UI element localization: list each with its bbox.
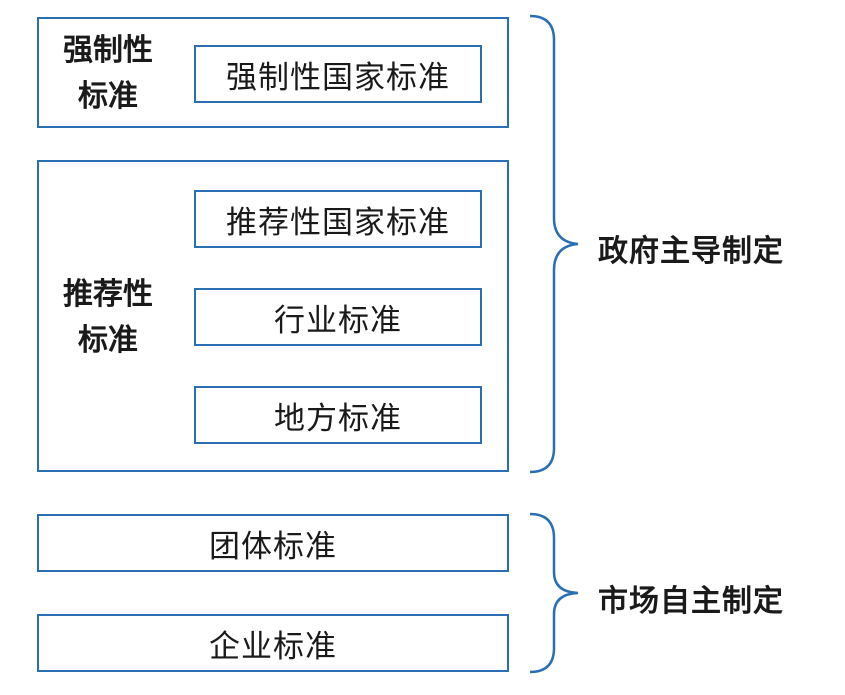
recommended-label-line1: 推荐性 xyxy=(63,277,153,312)
recommended-national-standard-text: 推荐性国家标准 xyxy=(226,204,450,241)
mandatory-standards-group: 强制性 标准 强制性国家标准 xyxy=(37,17,509,128)
mandatory-label-line1: 强制性 xyxy=(63,33,153,68)
group-standard-text: 团体标准 xyxy=(209,528,337,565)
government-led-label: 政府主导制定 xyxy=(598,234,784,269)
government-brace xyxy=(529,14,579,474)
recommended-standards-label: 推荐性 标准 xyxy=(53,272,163,364)
local-standard-text: 地方标准 xyxy=(274,400,402,437)
enterprise-standard-box: 企业标准 xyxy=(37,614,509,672)
mandatory-national-standard-box: 强制性国家标准 xyxy=(194,45,482,103)
industry-standard-text: 行业标准 xyxy=(274,302,402,339)
mandatory-standards-label: 强制性 标准 xyxy=(53,28,163,120)
recommended-standards-group: 推荐性 标准 推荐性国家标准 行业标准 地方标准 xyxy=(37,160,509,472)
recommended-national-standard-box: 推荐性国家标准 xyxy=(194,190,482,248)
market-brace xyxy=(529,512,579,674)
industry-standard-box: 行业标准 xyxy=(194,288,482,346)
group-standard-box: 团体标准 xyxy=(37,514,509,572)
market-driven-label: 市场自主制定 xyxy=(598,584,784,619)
recommended-label-line2: 标准 xyxy=(78,323,138,358)
enterprise-standard-text: 企业标准 xyxy=(209,628,337,665)
local-standard-box: 地方标准 xyxy=(194,386,482,444)
mandatory-label-line2: 标准 xyxy=(78,79,138,114)
mandatory-national-standard-text: 强制性国家标准 xyxy=(226,59,450,96)
